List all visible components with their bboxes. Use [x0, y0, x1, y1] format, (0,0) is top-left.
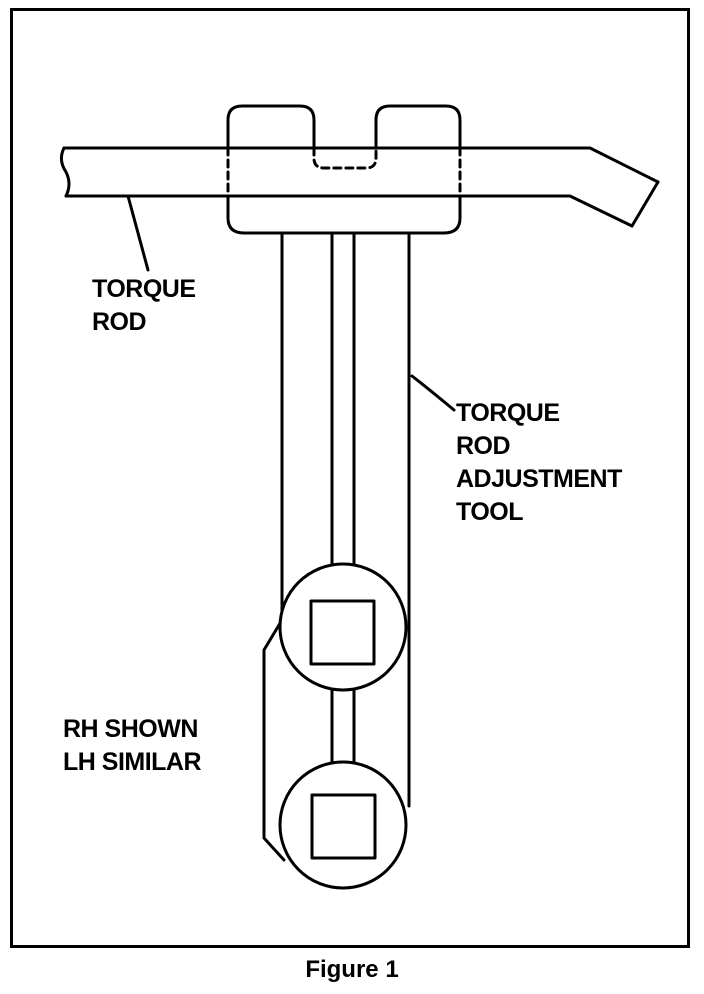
upper-square-socket	[309, 599, 376, 666]
figure-caption: Figure 1	[305, 956, 399, 983]
tool-head-outline-upper-right	[374, 104, 462, 150]
leader-lines	[126, 194, 456, 412]
torque-rod-bent-end	[630, 180, 660, 228]
shaft-offset-plate	[262, 618, 286, 862]
tool-shaft	[262, 231, 411, 862]
tool-head	[226, 104, 462, 235]
orientation-note-label: RH SHOWN LH SIMILAR	[63, 715, 202, 776]
tool-leader	[410, 374, 456, 412]
tool-head-hidden-lines	[226, 146, 462, 198]
tool-head-outline-upper-left	[226, 104, 316, 150]
torque-rod-label: TORQUE ROD	[92, 275, 196, 336]
torque-rod-bottom-edge	[64, 194, 634, 228]
tool-head-outline-lower	[226, 194, 462, 235]
torque-rod-break-end	[59, 146, 71, 198]
torque-rod-leader	[126, 194, 150, 272]
lower-square-socket	[310, 793, 377, 860]
shaft-slot	[330, 231, 356, 765]
torque-rod-top-edge	[62, 146, 660, 184]
torque-rod-adjustment-tool-label: TORQUE ROD ADJUSTMENT TOOL	[456, 399, 622, 526]
figure-frame	[10, 8, 690, 948]
torque-rod	[59, 146, 660, 228]
drive-lobes	[278, 562, 408, 890]
